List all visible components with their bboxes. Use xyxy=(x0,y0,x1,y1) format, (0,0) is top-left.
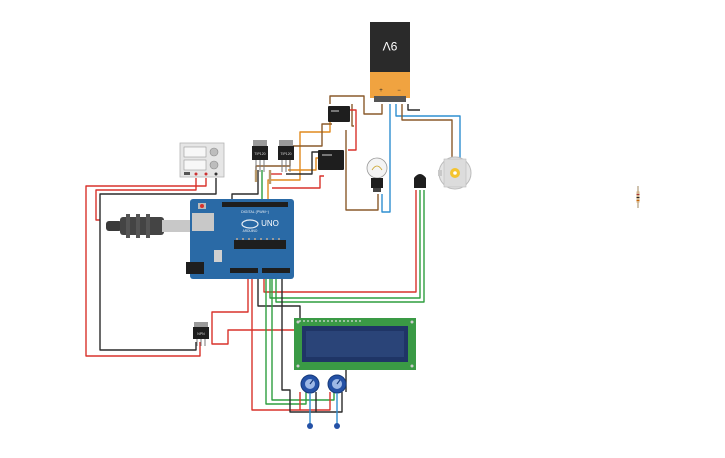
wire-black-lcd[interactable] xyxy=(257,278,301,322)
wire-green-temp-b[interactable] xyxy=(275,190,425,303)
wire-brown-bulb[interactable] xyxy=(345,130,379,211)
wire-black-pots[interactable] xyxy=(281,278,317,413)
transistor-1[interactable]: TIP120 xyxy=(252,140,268,172)
wire-green-temp-a[interactable] xyxy=(269,190,421,299)
wire-brown-battery[interactable] xyxy=(329,95,383,115)
wire-green-pots-a[interactable] xyxy=(265,278,307,405)
battery-label: 9V xyxy=(383,39,398,53)
wire-black-left-loop[interactable] xyxy=(99,178,217,351)
relay-bottom[interactable] xyxy=(318,150,344,170)
usb-cable[interactable] xyxy=(106,214,192,238)
wire-red-battery-relay[interactable] xyxy=(346,109,357,151)
potentiometer-1[interactable] xyxy=(300,374,320,429)
wire-black-top[interactable] xyxy=(231,170,259,200)
light-bulb[interactable] xyxy=(366,157,388,192)
battery-9v[interactable]: 9V + − xyxy=(370,22,410,102)
wire-red-arduino-down[interactable] xyxy=(211,278,252,345)
wire-black-pots-b[interactable] xyxy=(316,392,343,413)
battery-terminal-minus: − xyxy=(397,88,401,94)
temperature-sensor[interactable] xyxy=(414,174,426,188)
wire-red-pots[interactable] xyxy=(251,278,301,411)
arduino-model: UNO xyxy=(261,219,279,228)
wire-red-pots-b[interactable] xyxy=(300,392,331,411)
resistor-right[interactable] xyxy=(636,186,640,208)
wire-brown-battery-b[interactable] xyxy=(351,104,354,127)
wire-red-temp[interactable] xyxy=(263,190,417,293)
lcd-display[interactable] xyxy=(294,318,416,370)
wire-green-pots-b[interactable] xyxy=(271,278,335,401)
transistor-3[interactable]: NPN xyxy=(193,322,209,346)
potentiometer-2[interactable] xyxy=(327,374,347,429)
wire-orange-t2[interactable] xyxy=(267,118,331,200)
wire-blue-motor-b[interactable] xyxy=(381,104,391,213)
transistor-3-label: NPN xyxy=(197,332,205,336)
wire-black-battery[interactable] xyxy=(407,104,420,111)
button-module[interactable] xyxy=(179,142,225,178)
wire-brown-motor[interactable] xyxy=(401,104,453,160)
relay-top[interactable] xyxy=(328,106,350,122)
wire-red-left-loop[interactable] xyxy=(85,178,207,357)
battery-terminal-plus: + xyxy=(379,88,383,94)
transistor-1-label: TIP120 xyxy=(254,152,265,156)
arduino-digital-label: DIGITAL (PWM~) xyxy=(241,210,269,214)
wire-blue-motor-a[interactable] xyxy=(395,104,461,160)
dc-motor[interactable] xyxy=(438,156,472,190)
transistor-2-label: TIP120 xyxy=(280,152,291,156)
arduino-uno[interactable]: DIGITAL (PWM~) UNO ARDUINO xyxy=(186,199,294,279)
wire-red-relay2[interactable] xyxy=(272,175,324,189)
transistor-2[interactable]: TIP120 xyxy=(278,140,294,172)
arduino-brand: ARDUINO xyxy=(243,229,258,233)
wire-red-left-inner[interactable] xyxy=(95,178,197,221)
